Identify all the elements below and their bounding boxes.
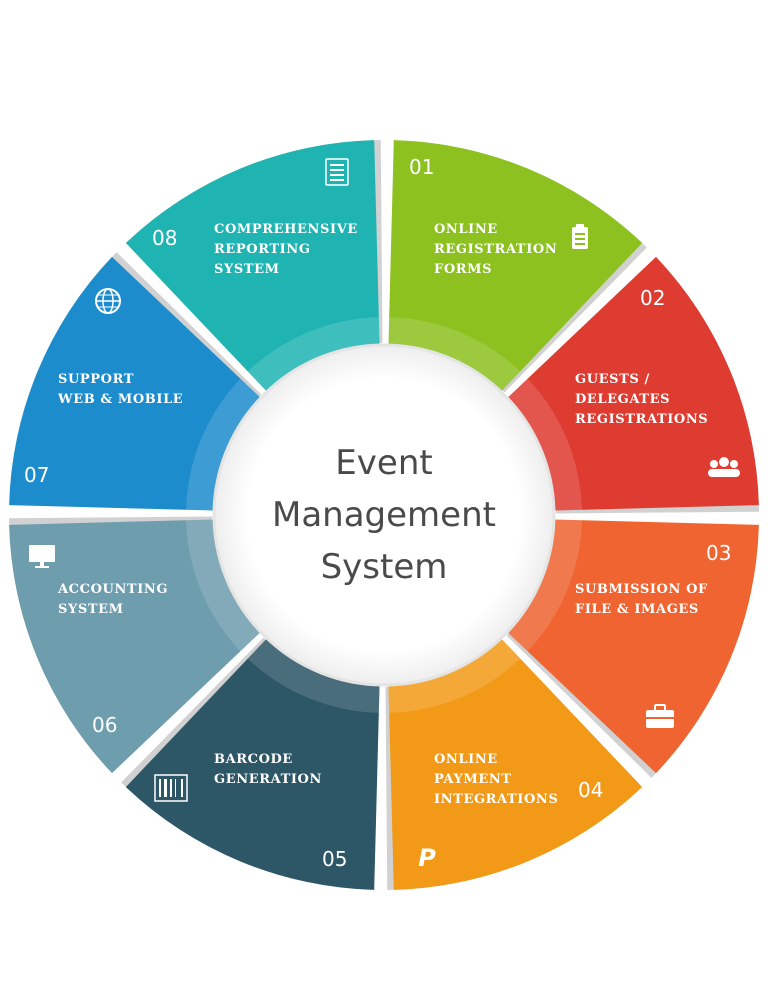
segment-label-line: DELEGATES [575,392,670,407]
paypal-icon: P [418,844,436,872]
segment-highlight [507,519,582,652]
segment-07: 07 SUPPORT WEB & MOBILE [9,252,262,511]
segment-label-line: ONLINE [434,752,498,767]
segment-wedge [9,256,261,511]
segment-wedge [125,638,380,890]
segment-label-line: REPORTING [214,242,311,257]
segment-label-line: ACCOUNTING [57,582,168,597]
center-circle [214,345,554,685]
users-icon [708,457,740,477]
segment-number: 08 [152,226,177,250]
segment-wedge [388,638,643,890]
segment-label-line: GENERATION [214,772,322,787]
segment-label-line: SUPPORT [58,372,134,387]
segment-number: 07 [24,463,49,487]
segment-number: 06 [92,713,117,737]
segment-number: 02 [640,286,665,310]
segment-number: 03 [706,541,731,565]
svg-text:P: P [418,844,436,872]
segment-wedge [9,519,261,774]
segment-highlight [247,317,380,392]
segment-label-line: FILE & IMAGES [575,602,699,617]
segment-number: 04 [578,778,603,802]
segment-highlight [186,519,261,652]
segment-label-line: PAYMENT [434,772,512,787]
segment-number: 05 [322,847,347,871]
segment-number: 01 [409,155,434,179]
segment-highlight [186,378,261,511]
segment-label-line: FORMS [434,262,492,277]
segment-label-line: ONLINE [434,222,498,237]
segment-05: 05 BARCODE GENERATION [121,637,380,890]
segment-wedge [507,519,759,774]
segment-label-line: SUBMISSION OF [575,582,708,597]
center-title-line-2: Management [272,495,496,535]
segment-04: 04 ONLINE PAYMENT INTEGRATIONS P [385,638,643,890]
segment-label-line: WEB & MOBILE [57,392,183,407]
segment-06: 06 ACCOUNTING SYSTEM [9,516,261,774]
segment-highlight [388,317,521,392]
barcode-icon [154,774,188,802]
segment-label-line: REGISTRATION [434,242,557,257]
segment-label-line: GUESTS / [575,372,650,387]
globe-icon [95,288,121,314]
segment-wedge [388,140,643,392]
segment-08: 08 COMPREHENSIVE REPORTING SYSTEM [125,140,383,392]
segment-label-line: REGISTRATIONS [575,412,708,427]
segment-highlight [507,378,582,511]
segment-highlight [388,638,521,713]
segment-label-line: INTEGRATIONS [434,792,558,807]
center-title-line-3: System [321,547,448,587]
center-circle-ring [212,343,556,687]
monitor-icon [29,545,55,568]
segment-label-line: SYSTEM [58,602,124,617]
clipboard-icon [572,224,588,249]
segment-label-line: COMPREHENSIVE [214,222,358,237]
segment-wedge [507,256,759,511]
report-icon [325,158,349,186]
segment-label-line: SYSTEM [214,262,280,277]
segment-wedge [125,140,380,392]
center-title-line-1: Event [335,443,432,483]
briefcase-icon [646,704,674,728]
segment-label-line: BARCODE [214,752,293,767]
segment-highlight [247,638,380,713]
